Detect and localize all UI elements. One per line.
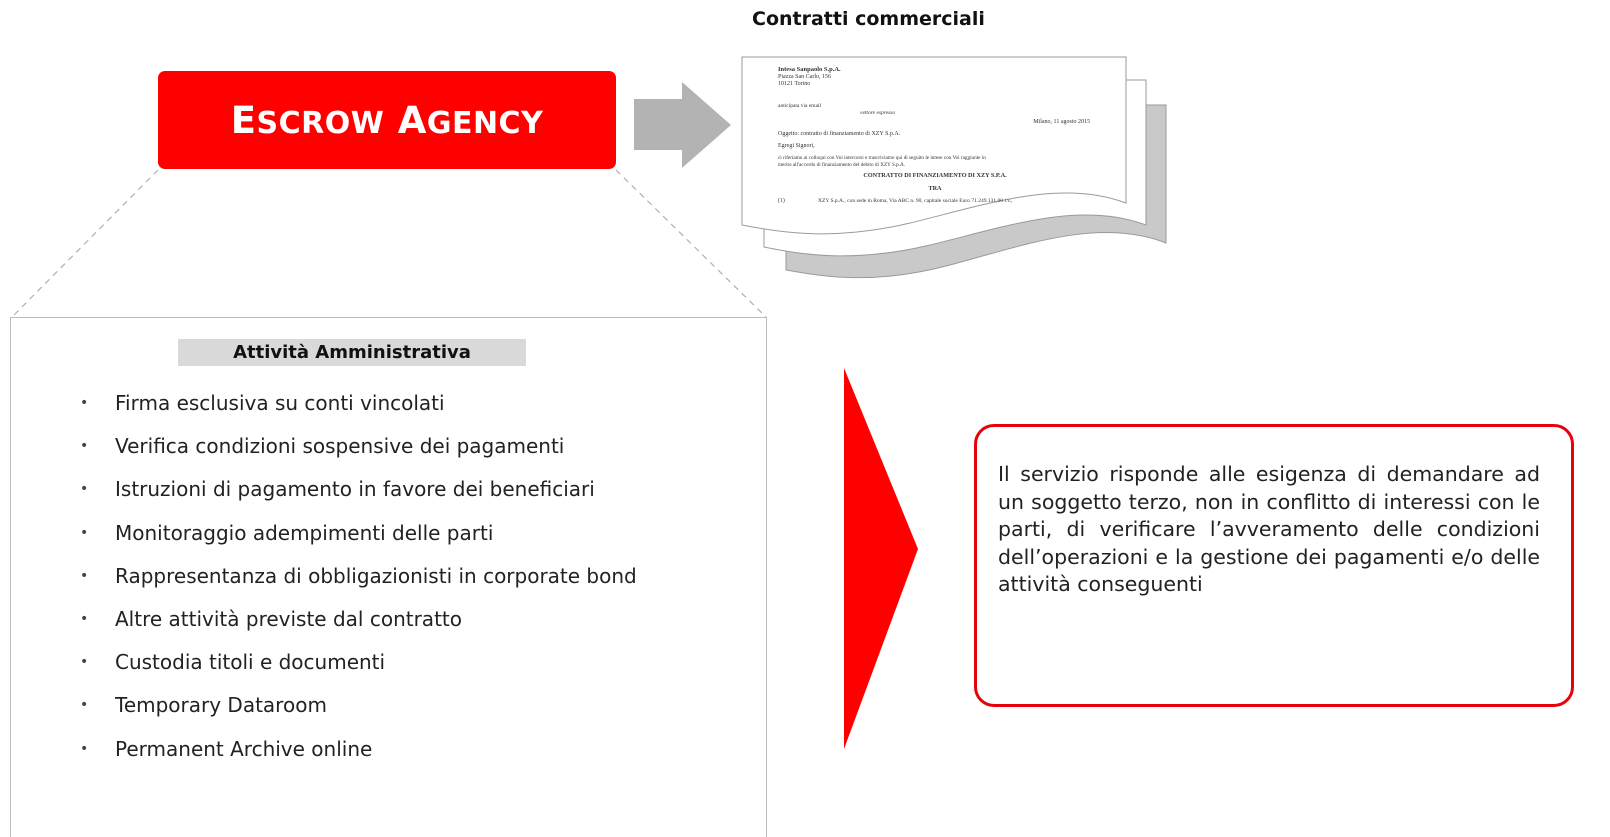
list-item-label: Permanent Archive online <box>115 736 373 761</box>
bullet-icon: • <box>80 740 89 757</box>
list-item-label: Verifica condizioni sospensive dei pagam… <box>115 434 565 459</box>
service-description-box <box>974 424 1574 707</box>
doc-heading: CONTRATTO DI FINANZIAMENTO DI XZY S.P.A. <box>863 172 1007 179</box>
doc-party-text: XZY S.p.A., con sede in Roma, Via ABC n.… <box>818 198 1013 204</box>
escrow-agency-title: ESCROW AGENCY <box>230 98 544 142</box>
left-dashed-connector <box>11 169 159 318</box>
list-item: • Temporary Dataroom <box>80 692 637 735</box>
doc-date: Milano, 11 agosto 2015 <box>1033 119 1090 125</box>
doc-sender-line3: 10121 Torino <box>778 81 810 87</box>
list-item: • Permanent Archive online <box>80 736 637 779</box>
list-item-label: Temporary Dataroom <box>115 693 327 718</box>
list-item-label: Firma esclusiva su conti vincolati <box>115 391 445 415</box>
contracts-title: Contratti commerciali <box>752 8 985 30</box>
doc-note: anticipata via email <box>778 103 822 109</box>
doc-greeting: Egregi Signori, <box>778 143 815 149</box>
doc-sender-line1: Intesa Sanpaolo S.p.A. <box>778 66 841 73</box>
list-item: • Monitoraggio adempimenti delle parti <box>80 520 637 563</box>
admin-activities-header: Attività Amministrativa <box>178 339 526 366</box>
contract-document-stack: Intesa Sanpaolo S.p.A. Piazza San Carlo,… <box>741 56 1167 279</box>
red-chevron-arrow <box>844 368 918 749</box>
right-dashed-connector <box>615 169 767 318</box>
doc-sender-line2: Piazza San Carlo, 156 <box>778 74 831 80</box>
service-description-text: Il servizio risponde alle esigenza di de… <box>998 462 1540 596</box>
list-item: • Custodia titoli e documenti <box>80 649 637 692</box>
doc-party-num: (1) <box>778 197 785 204</box>
bullet-icon: • <box>80 697 89 714</box>
list-item-label: Rappresentanza di obbligazionisti in cor… <box>115 563 637 588</box>
doc-urgency: vettore espresso <box>860 110 895 116</box>
list-item: • Altre attività previste dal contratto <box>80 606 637 649</box>
bullet-icon: • <box>80 567 89 584</box>
list-item: • Verifica condizioni sospensive dei paga… <box>80 433 637 476</box>
list-item-label: Monitoraggio adempimenti delle parti <box>115 520 494 545</box>
bullet-icon: • <box>80 610 89 627</box>
admin-activities-box <box>10 317 767 837</box>
list-item: • Rappresentanza di obbligazionisti in co… <box>80 563 637 606</box>
doc-body-line2: merito all'accordo di finanziamento del … <box>778 161 905 168</box>
bullet-icon: • <box>80 481 89 498</box>
bullet-icon: • <box>80 395 89 411</box>
admin-activities-list: • Firma esclusiva su conti vincolati • Ver… <box>80 390 637 779</box>
doc-tra: TRA <box>928 185 942 192</box>
list-item: • Istruzioni di pagamento in favore dei b… <box>80 476 637 519</box>
escrow-agency-box: ESCROW AGENCY <box>158 71 616 169</box>
bullet-icon: • <box>80 524 89 541</box>
bullet-icon: • <box>80 654 89 671</box>
list-item: • Firma esclusiva su conti vincolati <box>80 390 637 433</box>
list-item-label: Istruzioni di pagamento in favore dei be… <box>115 477 595 502</box>
list-item-label: Altre attività previste dal contratto <box>115 606 462 631</box>
list-item-label: Custodia titoli e documenti <box>115 650 386 675</box>
bullet-icon: • <box>80 438 89 455</box>
gray-arrow-to-contracts <box>634 82 731 168</box>
document-sheet-front <box>741 56 1127 235</box>
document-text: Intesa Sanpaolo S.p.A. Piazza San Carlo,… <box>778 66 1090 204</box>
doc-body-line1: ci riferiamo ai colloqui con Voi interco… <box>778 154 986 161</box>
doc-subject: Oggetto: contratto di finanziamento di X… <box>778 130 901 137</box>
